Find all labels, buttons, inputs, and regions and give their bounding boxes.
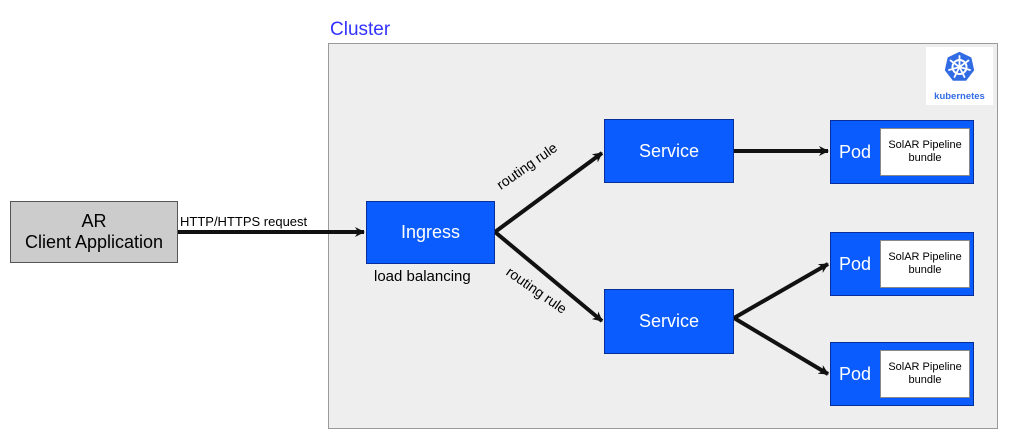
pod-node-1: Pod SolAR Pipeline bundle: [830, 120, 974, 184]
pod-label: Pod: [838, 141, 872, 162]
service-label: Service: [638, 311, 700, 331]
service-label: Service: [638, 140, 700, 161]
solar-pipeline-bundle: SolAR Pipeline bundle: [880, 240, 970, 288]
ingress-label: Ingress: [400, 222, 461, 242]
arrow-ingress-to-service-2: [493, 230, 604, 323]
http-request-label: HTTP/HTTPS request: [180, 214, 308, 229]
service-node-1: Service: [604, 119, 734, 183]
client-application-node: AR Client Application: [10, 201, 178, 263]
pod-label: Pod: [838, 253, 872, 274]
arrow-service-2-to-pod-3: [732, 316, 830, 376]
client-line-1: AR: [81, 211, 107, 231]
ingress-node: Ingress: [366, 201, 495, 264]
bundle-line-1: SolAR Pipeline: [888, 139, 962, 151]
kubernetes-logo: kubernetes: [926, 47, 993, 105]
solar-pipeline-bundle: SolAR Pipeline bundle: [880, 128, 970, 176]
solar-pipeline-bundle: SolAR Pipeline bundle: [880, 350, 970, 398]
pod-label: Pod: [838, 363, 872, 384]
kubernetes-helm-wheel-icon: [943, 50, 976, 83]
bundle-line-1: SolAR Pipeline: [888, 251, 962, 263]
arrow-service-2-to-pod-2: [733, 262, 829, 320]
bundle-line-2: bundle: [908, 264, 942, 276]
bundle-line-2: bundle: [908, 152, 942, 164]
arrow-ingress-to-service-1: [493, 151, 604, 234]
pod-node-2: Pod SolAR Pipeline bundle: [830, 232, 974, 296]
service-node-2: Service: [604, 289, 734, 354]
bundle-line-2: bundle: [908, 374, 942, 386]
pod-node-3: Pod SolAR Pipeline bundle: [830, 342, 974, 406]
client-line-2: Client Application: [24, 232, 164, 252]
load-balancing-caption: load balancing: [374, 268, 471, 285]
cluster-title: Cluster: [330, 19, 391, 40]
kubernetes-wordmark: kubernetes: [934, 91, 985, 102]
bundle-line-1: SolAR Pipeline: [888, 361, 962, 373]
